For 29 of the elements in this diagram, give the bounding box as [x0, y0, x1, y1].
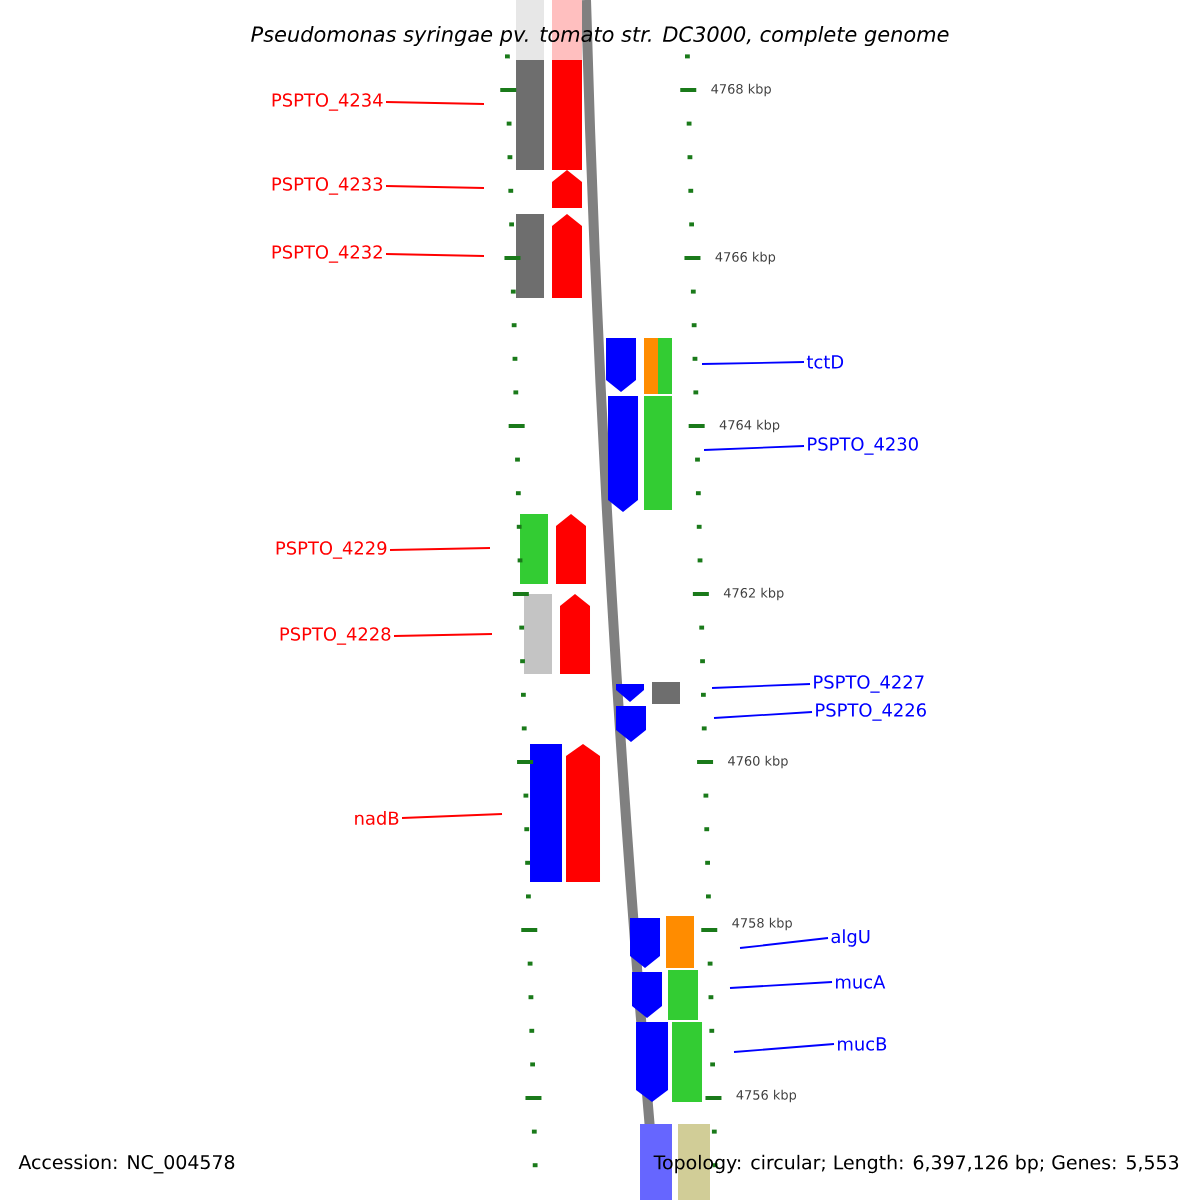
genome-summary-text: Topology: circular; Length: 6,397,126 bp; Genes: 5,553: [653, 1154, 1179, 1174]
gene-label: nadB: [355, 811, 399, 825]
leader-line: [711, 683, 811, 689]
gene-label: tctD: [806, 355, 844, 369]
leader-line: [701, 361, 805, 365]
leader-line: [713, 711, 813, 719]
gene-label: PSPTO_4230: [808, 437, 918, 455]
leader-line: [703, 445, 805, 451]
leader-line: [729, 981, 833, 989]
leader-line: [389, 547, 491, 551]
leader-line: [385, 185, 485, 189]
leader-line: [733, 1043, 835, 1053]
gene-label: PSPTO_4228: [280, 627, 391, 645]
gene-label: PSPTO_4226: [816, 703, 926, 721]
gene-label: PSPTO_4232: [272, 245, 382, 263]
title: Pseudomonas syringae pv. tomato str. DC3000, complete genome: [251, 25, 949, 47]
accession-text: Accession: NC_004578: [18, 1154, 235, 1174]
leader-line: [385, 101, 485, 105]
gene-label: PSPTO_4234: [272, 93, 383, 111]
gene-label: PSPTO_4227: [814, 675, 924, 693]
leader-line: [401, 813, 503, 819]
gene-label: mucA: [836, 975, 886, 989]
gene-label: mucB: [838, 1037, 887, 1051]
leader-line: [385, 253, 485, 257]
gene-label: PSPTO_4229: [276, 541, 387, 559]
leader-line: [739, 937, 829, 949]
gene-label: PSPTO_4233: [272, 177, 383, 195]
leader-line: [393, 633, 493, 637]
gene-label: algU: [831, 929, 870, 947]
